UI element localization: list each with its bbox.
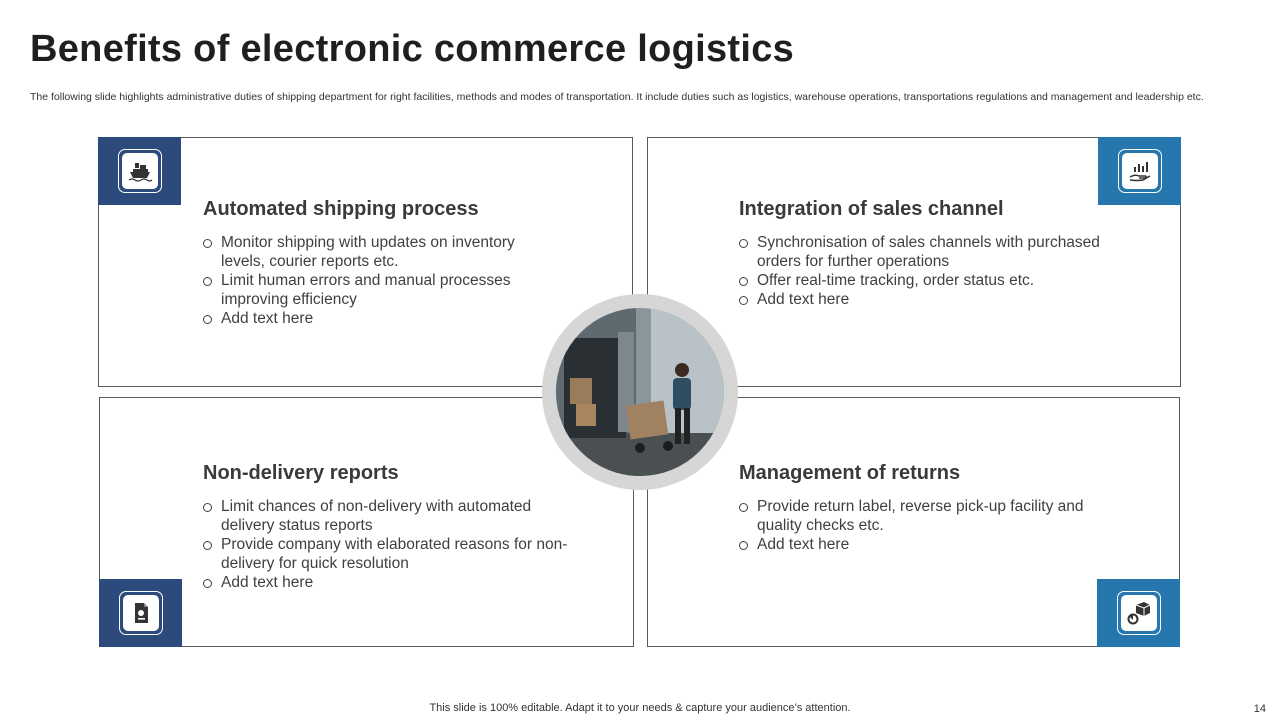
slide-subtitle: The following slide highlights administr… [30, 91, 1204, 103]
card-sales-channel: Integration of sales channel Synchronisa… [647, 137, 1181, 387]
list-item: Limit chances of non-delivery with autom… [203, 497, 583, 535]
bullet-list: Provide return label, reverse pick-up fa… [739, 497, 1099, 554]
card-icon-box [98, 137, 181, 205]
bullet-list: Limit chances of non-delivery with autom… [203, 497, 583, 592]
card-returns: Management of returns Provide return lab… [647, 397, 1180, 647]
delivery-photo [556, 308, 724, 476]
icon-background [122, 595, 159, 631]
card-icon-box [1098, 137, 1181, 205]
slide-title: Benefits of electronic commerce logistic… [30, 28, 795, 70]
card-title: Non-delivery reports [203, 462, 399, 484]
icon-frame [117, 149, 162, 193]
slide-footer: This slide is 100% editable. Adapt it to… [429, 702, 851, 714]
card-non-delivery: Non-delivery reports Limit chances of no… [99, 397, 634, 647]
list-item: Add text here [203, 309, 533, 328]
list-item: Provide return label, reverse pick-up fa… [739, 497, 1099, 535]
icon-background [1121, 153, 1158, 189]
list-item: Add text here [739, 535, 1099, 554]
card-automated-shipping: Automated shipping process Monitor shipp… [98, 137, 633, 387]
delivery-illustration [556, 308, 724, 476]
page-number: 14 [1253, 703, 1266, 715]
card-icon-box [99, 579, 182, 647]
icon-frame [1117, 149, 1162, 193]
card-title: Automated shipping process [203, 198, 479, 220]
icon-frame [1116, 591, 1161, 635]
bullet-list: Synchronisation of sales channels with p… [739, 233, 1119, 309]
icon-background [1120, 595, 1157, 631]
bullet-list: Monitor shipping with updates on invento… [203, 233, 533, 328]
list-item: Offer real-time tracking, order status e… [739, 271, 1119, 290]
list-item: Add text here [203, 573, 583, 592]
center-photo-ring [542, 294, 738, 490]
return-package-icon [1127, 602, 1150, 625]
card-title: Management of returns [739, 462, 961, 484]
report-document-icon [134, 603, 148, 623]
list-item: Add text here [739, 290, 1119, 309]
cargo-ship-icon [128, 163, 152, 182]
icon-background [121, 153, 158, 189]
card-title: Integration of sales channel [739, 198, 1004, 220]
hand-chart-icon [1129, 162, 1150, 182]
card-icon-box [1097, 579, 1180, 647]
list-item: Provide company with elaborated reasons … [203, 535, 583, 573]
list-item: Monitor shipping with updates on invento… [203, 233, 533, 271]
icon-frame [118, 591, 163, 635]
list-item: Synchronisation of sales channels with p… [739, 233, 1119, 271]
list-item: Limit human errors and manual processes … [203, 271, 533, 309]
